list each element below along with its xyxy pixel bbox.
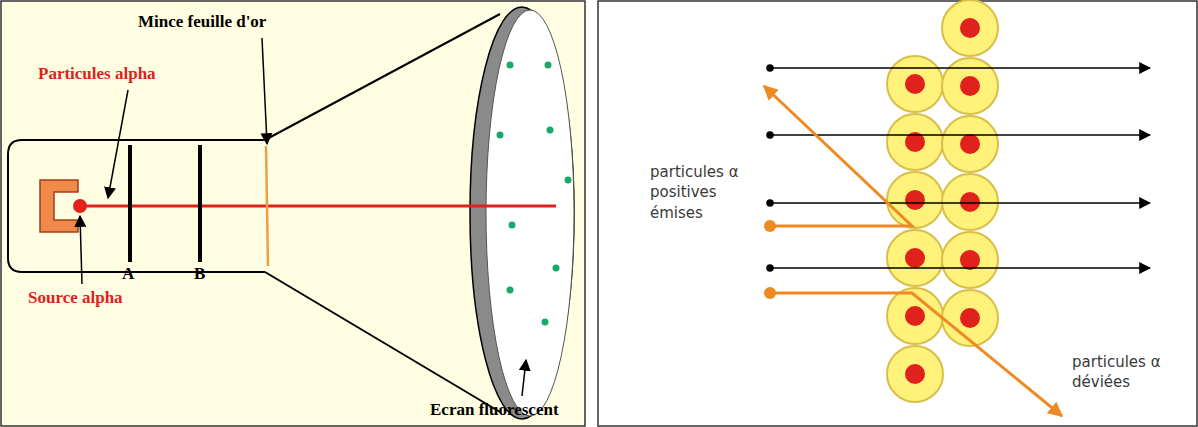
particles-label: Particules alpha — [38, 64, 208, 84]
foil-label: Mince feuille d'or — [138, 12, 328, 32]
alpha-paths — [764, 86, 1062, 416]
screen-letter: A — [122, 264, 142, 284]
leader-arrow — [108, 90, 128, 198]
leader-arrow — [80, 216, 82, 284]
undeviated-paths — [767, 65, 1150, 271]
screen-b — [198, 145, 202, 262]
source-holder — [40, 180, 78, 232]
screen-letter: B — [194, 264, 214, 284]
deviated-label: particules α déviées — [1072, 352, 1190, 393]
impact-dots — [497, 62, 572, 326]
screen-rim — [470, 7, 574, 419]
screen-label: Ecran fluorescent — [430, 400, 582, 420]
leader-arrow — [262, 38, 267, 144]
gold-atoms — [887, 0, 998, 402]
alpha-particles — [764, 220, 776, 299]
fluorescent-screen — [486, 10, 574, 416]
leader-arrow — [522, 360, 526, 396]
gold-foil — [266, 146, 268, 266]
alpha-source — [73, 199, 87, 213]
emitted-label: particules α positives émises — [650, 162, 754, 223]
alpha-beam — [80, 205, 556, 208]
cone — [265, 14, 500, 412]
screen-a — [128, 145, 132, 262]
source-label: Source alpha — [28, 288, 168, 308]
left-panel — [1, 1, 585, 426]
right-panel — [598, 1, 1197, 426]
